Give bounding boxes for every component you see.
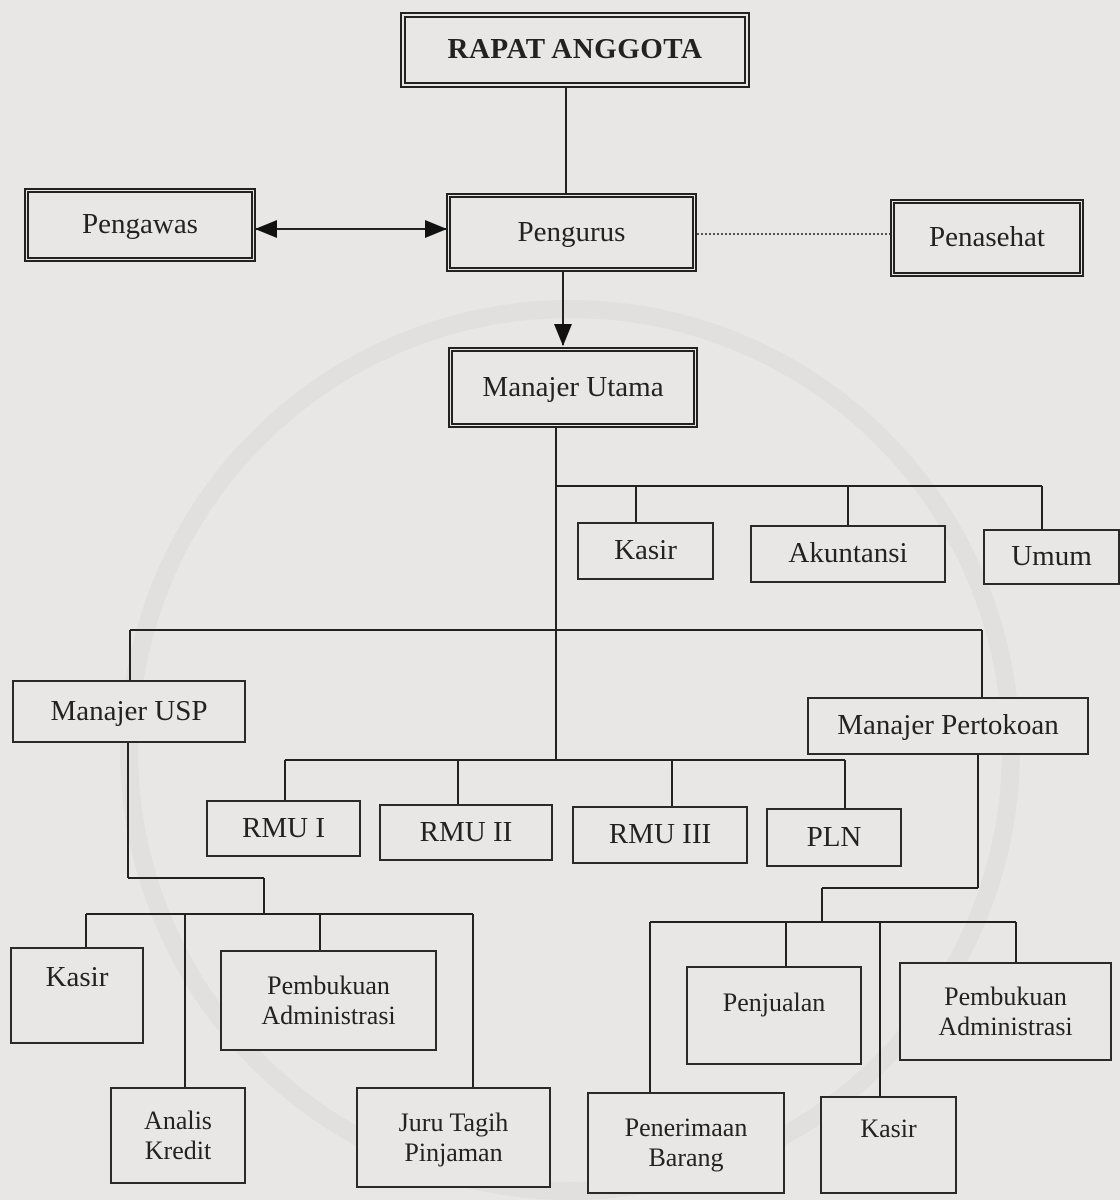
node-pengurus: Pengurus <box>446 193 697 272</box>
node-umum: Umum <box>983 529 1120 585</box>
node-penerimaan-barang: Penerimaan Barang <box>587 1092 785 1194</box>
node-pengawas: Pengawas <box>24 188 256 262</box>
node-rmu-1: RMU I <box>206 800 361 857</box>
node-rmu-3: RMU III <box>572 806 748 864</box>
node-penasehat: Penasehat <box>890 199 1084 277</box>
node-pembukuan-toko: Pembukuan Administrasi <box>899 962 1112 1061</box>
node-juru-tagih: Juru Tagih Pinjaman <box>356 1087 551 1188</box>
node-kasir-utama: Kasir <box>577 522 714 580</box>
node-kasir-toko: Kasir <box>820 1096 957 1194</box>
node-pln: PLN <box>766 808 902 867</box>
node-kasir-usp: Kasir <box>10 947 144 1044</box>
node-penjualan: Penjualan <box>686 966 862 1065</box>
node-akuntansi: Akuntansi <box>750 525 946 583</box>
node-manajer-utama: Manajer Utama <box>448 347 698 428</box>
node-analis-kredit: Analis Kredit <box>110 1087 246 1184</box>
node-rapat-anggota: RAPAT ANGGOTA <box>400 12 750 88</box>
node-pembukuan-usp: Pembukuan Administrasi <box>220 950 437 1051</box>
node-manajer-usp: Manajer USP <box>12 680 246 743</box>
node-manajer-pertokoan: Manajer Pertokoan <box>807 697 1089 755</box>
node-rmu-2: RMU II <box>379 804 553 861</box>
